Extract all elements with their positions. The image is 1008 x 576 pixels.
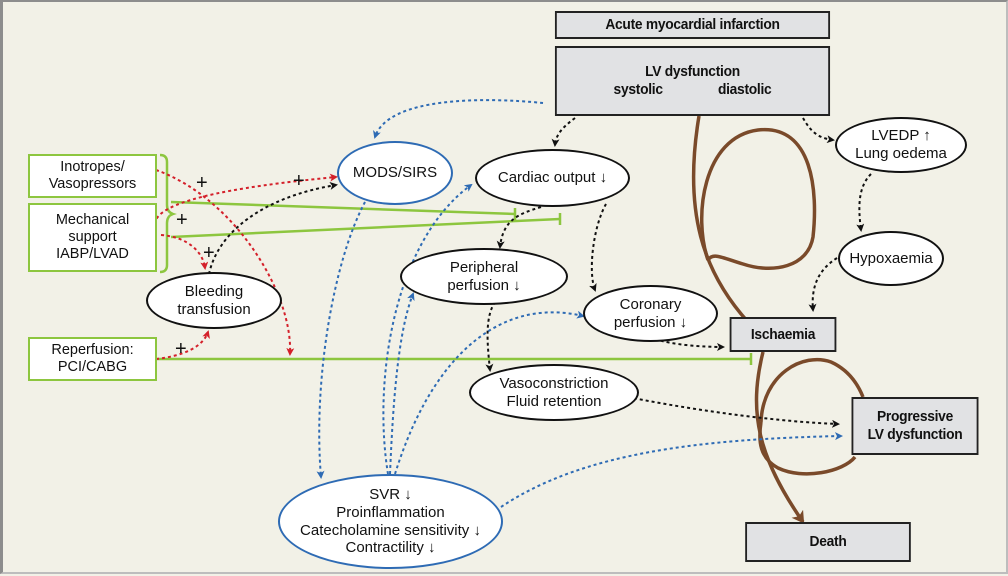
bleeding-transfusion-node: Bleeding transfusion — [146, 272, 282, 329]
bleeding-line2: transfusion — [177, 300, 251, 318]
inotropes-line2: Vasopressors — [48, 176, 137, 192]
coronary-line2: perfusion ↓ — [613, 313, 688, 331]
inotropes-box: Inotropes/ Vasopressors — [28, 154, 157, 198]
svr-line4: Contractility ↓ — [345, 539, 436, 557]
plus-sign-3: + — [176, 209, 188, 231]
vicious-cycle — [691, 115, 865, 524]
lvedp-line1: LVEDP ↑ — [871, 127, 931, 145]
hypoxaemia-node: Hypoxaemia — [838, 231, 944, 286]
plus-sign-4: + — [203, 242, 215, 264]
plus-sign-1: + — [196, 172, 208, 194]
progressive-lv-line1: Progressive — [877, 408, 953, 426]
acute-mi-label: Acute myocardial infarction — [605, 16, 780, 34]
bleeding-line1: Bleeding — [184, 282, 244, 300]
lvedp-node: LVEDP ↑ Lung oedema — [835, 117, 967, 173]
svr-line3: Catecholamine sensitivity ↓ — [300, 521, 481, 539]
mechanical-line3: IABP/LVAD — [56, 246, 129, 263]
progressive-lv-box: Progressive LV dysfunction — [851, 397, 979, 455]
vasoconstriction-node: Vasoconstriction Fluid retention — [469, 364, 639, 421]
cycle-loop-lower — [758, 357, 865, 476]
death-label: Death — [809, 533, 847, 551]
connections-layer — [153, 99, 872, 524]
lv-dysfunction-box: LV dysfunction systolic diastolic — [554, 46, 831, 116]
therapy-bracket — [159, 153, 177, 274]
svr-line1: SVR ↓ — [369, 486, 412, 504]
lv-dysfunction-title: LV dysfunction — [645, 63, 740, 81]
mods-sirs-label: MODS/SIRS — [352, 164, 438, 182]
inotropes-line1: Inotropes/ — [60, 158, 125, 175]
lvedp-line2: Lung oedema — [855, 145, 947, 162]
hypoxaemia-label: Hypoxaemia — [849, 249, 933, 267]
death-box: Death — [745, 522, 911, 562]
cycle-path-main — [691, 115, 750, 324]
peripheral-perfusion-node: Peripheral perfusion ↓ — [400, 248, 568, 305]
acute-mi-box: Acute myocardial infarction — [554, 11, 831, 39]
plus-sign-5: + — [175, 338, 187, 360]
ischaemia-box: Ischaemia — [729, 317, 837, 352]
mods-sirs-node: MODS/SIRS — [337, 141, 453, 205]
cardiac-output-label: Cardiac output ↓ — [497, 169, 608, 187]
mechanical-support-box: Mechanical support IABP/LVAD — [28, 203, 157, 272]
diastolic-label: diastolic — [717, 81, 772, 98]
peripheral-line1: Peripheral — [449, 258, 519, 276]
inhibit-line-2 — [170, 217, 561, 239]
reperfusion-line1: Reperfusion: — [51, 341, 134, 358]
reperfusion-line2: PCI/CABG — [57, 359, 128, 375]
peripheral-line2: perfusion ↓ — [447, 276, 521, 294]
cycle-loop-upper — [699, 128, 817, 270]
black-arrows — [208, 117, 872, 428]
reperfusion-box: Reperfusion: PCI/CABG — [28, 337, 157, 381]
systolic-label: systolic — [613, 81, 663, 98]
coronary-perfusion-node: Coronary perfusion ↓ — [583, 285, 718, 342]
blue-arrows — [316, 99, 843, 508]
ischaemia-label: Ischaemia — [750, 325, 816, 343]
mechanical-line2: support — [68, 228, 117, 245]
progressive-lv-line2: LV dysfunction — [867, 426, 963, 443]
mechanical-line1: Mechanical — [55, 211, 130, 228]
red-arrows — [153, 169, 338, 360]
vasoconstriction-line2: Fluid retention — [506, 392, 602, 410]
inhibit-line-1 — [170, 200, 516, 216]
coronary-line1: Coronary — [619, 295, 682, 313]
svr-line2: Proinflammation — [336, 503, 445, 521]
svr-node: SVR ↓ Proinflammation Catecholamine sens… — [278, 474, 503, 569]
inhibition-lines — [156, 153, 753, 365]
cardiac-output-node: Cardiac output ↓ — [475, 149, 630, 207]
plus-sign-2: + — [293, 170, 305, 192]
vasoconstriction-line1: Vasoconstriction — [499, 374, 609, 392]
